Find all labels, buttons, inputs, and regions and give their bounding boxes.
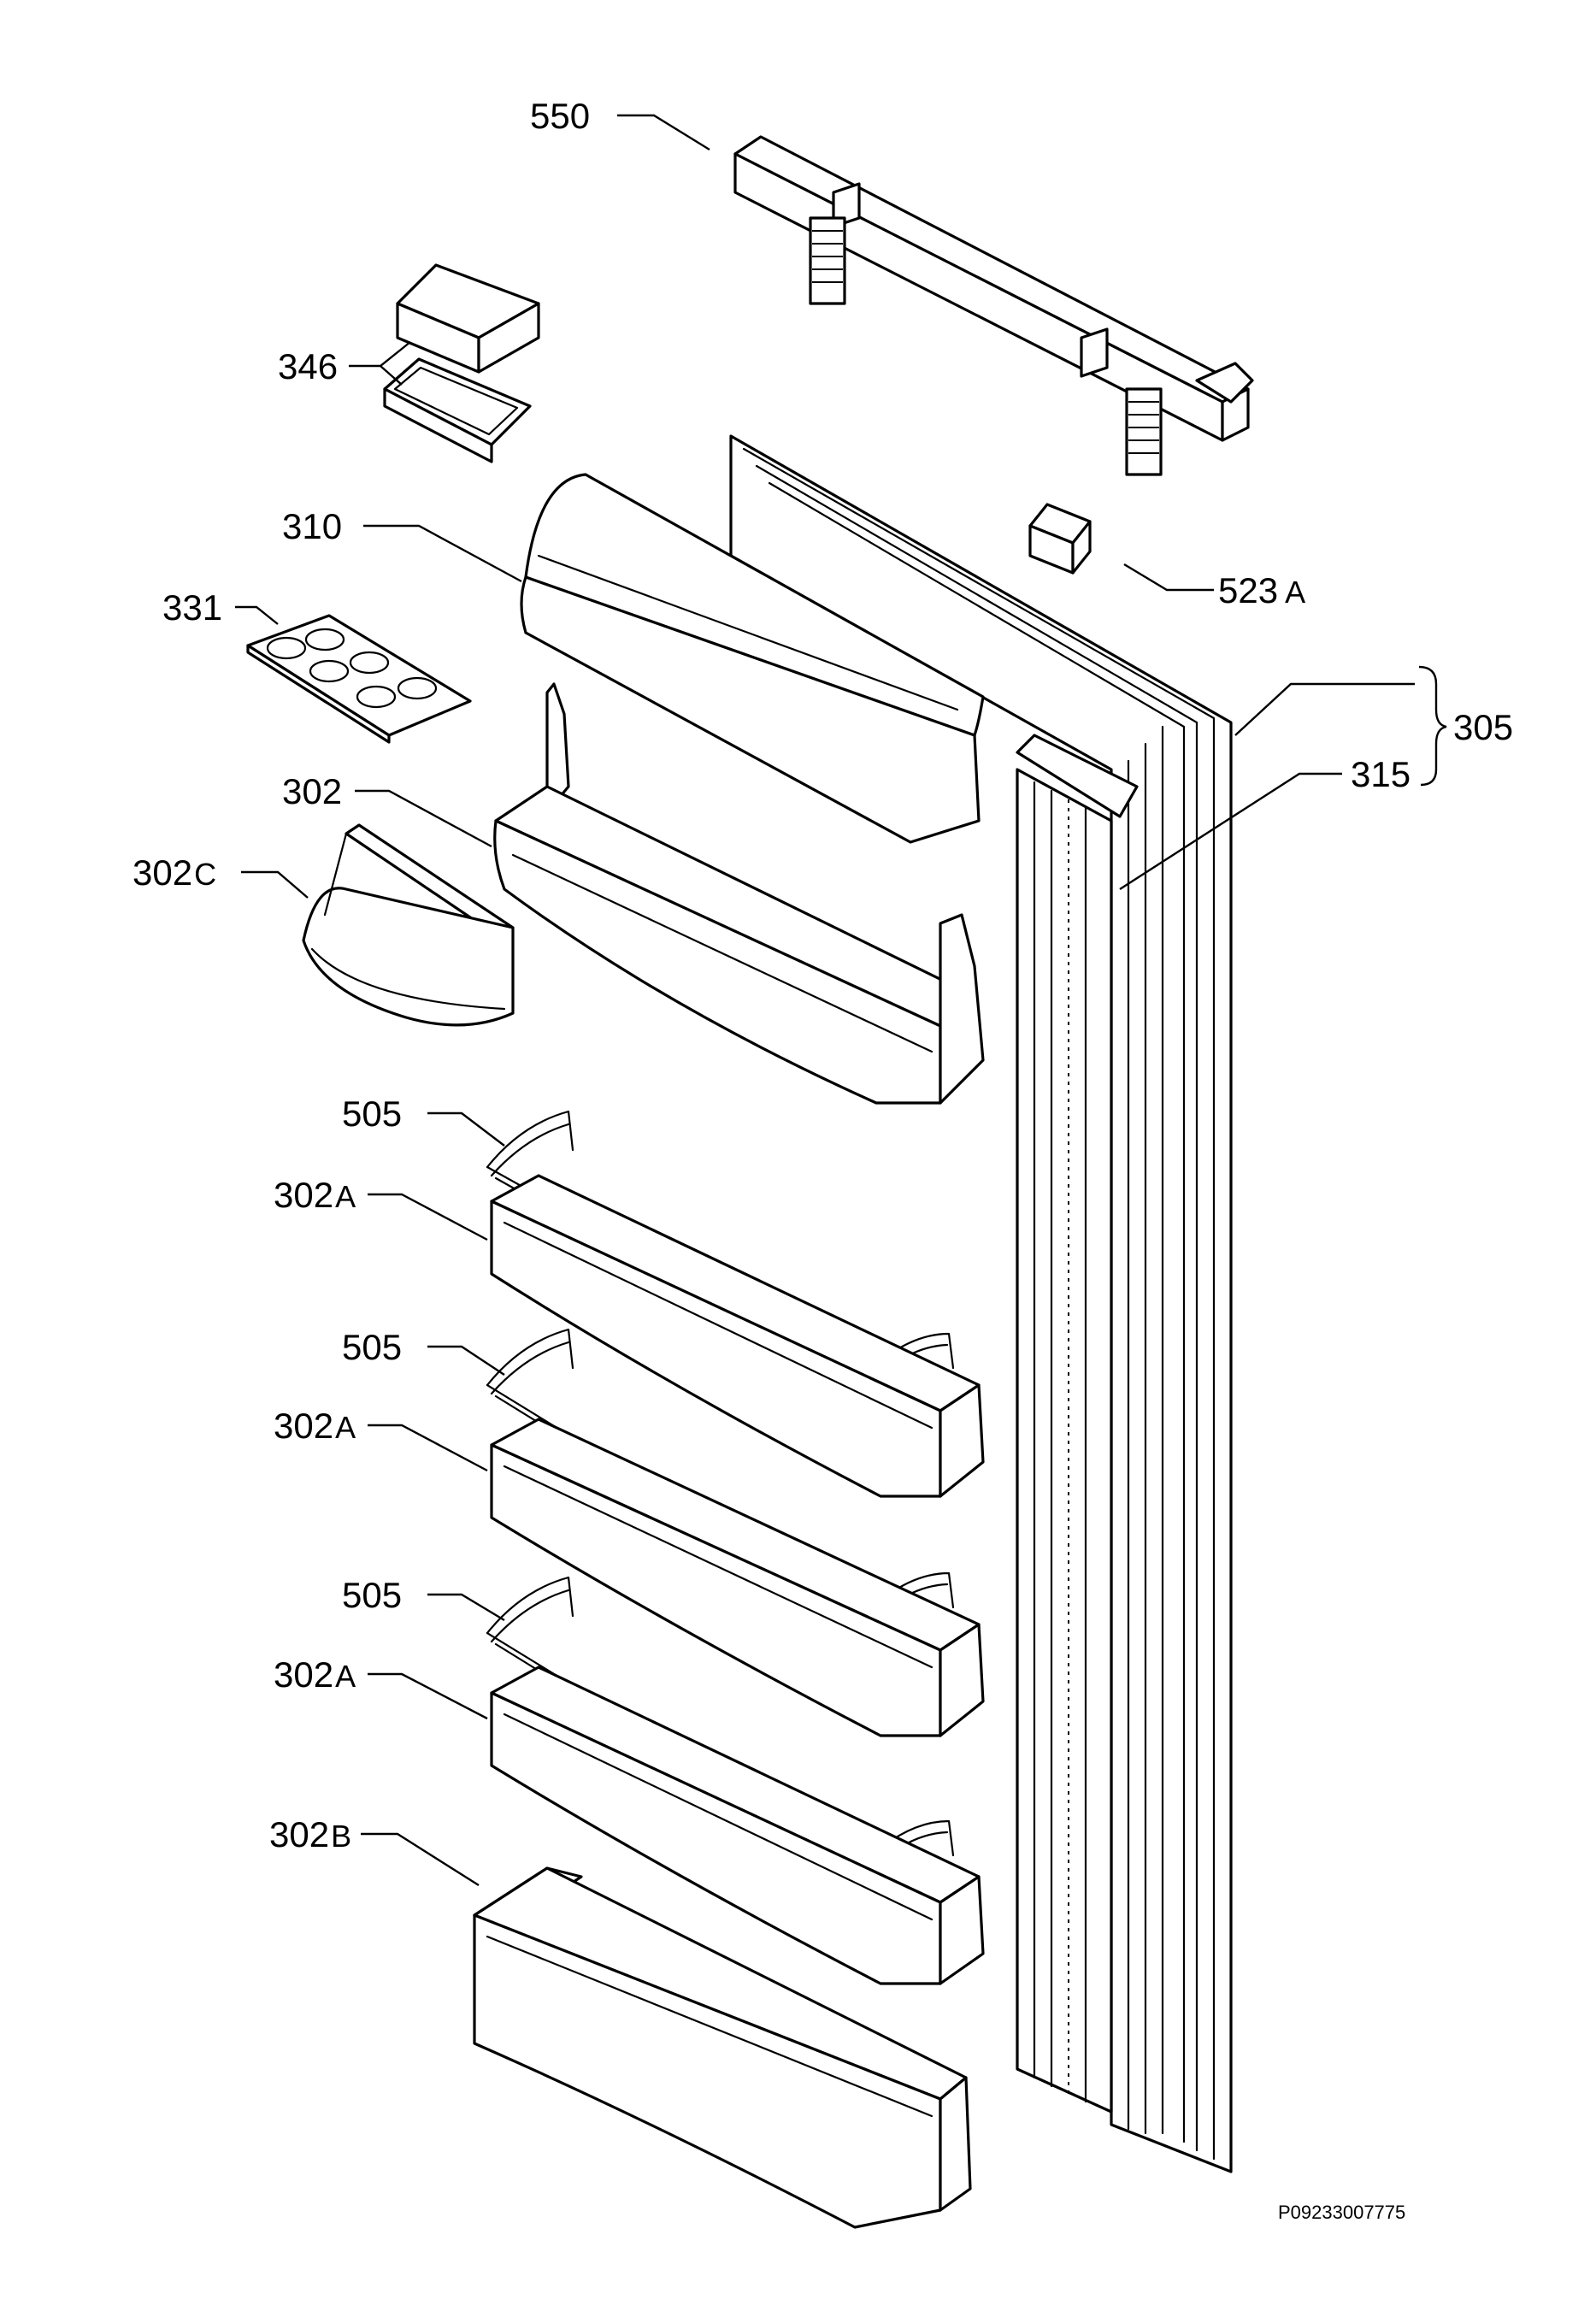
label-315: 315	[1351, 754, 1410, 794]
label-505-3: 505	[342, 1575, 402, 1615]
label-505-2: 505	[342, 1327, 402, 1367]
label-310: 310	[282, 506, 342, 546]
brace-305	[1418, 665, 1447, 787]
label-302: 302	[282, 771, 342, 811]
leader-302a-1	[368, 1193, 488, 1241]
leader-505-2	[427, 1345, 505, 1377]
bottom-shelf-302b	[473, 1866, 972, 2229]
leader-310	[363, 524, 522, 583]
dairy-flap-310	[520, 473, 985, 844]
label-302a-3: 302A	[274, 1654, 356, 1695]
drawing-code: P09233007775	[1278, 2202, 1405, 2223]
label-302c: 302C	[133, 852, 216, 893]
door-shelf-302a-3	[490, 1666, 985, 1985]
leader-302a-3	[368, 1672, 488, 1720]
egg-tray-331	[246, 614, 472, 744]
label-302a-2: 302A	[274, 1406, 356, 1446]
clip-523a	[1028, 503, 1092, 575]
leader-505-3	[427, 1593, 505, 1622]
door-panel	[729, 434, 1233, 2173]
leader-lines	[235, 114, 1447, 1887]
door-gasket	[1016, 734, 1139, 2114]
door-shelf-302a-1	[490, 1174, 985, 1498]
leader-523a	[1123, 563, 1214, 592]
leader-505-1	[427, 1111, 505, 1147]
label-331: 331	[162, 587, 222, 628]
leader-315	[1119, 772, 1342, 891]
leader-550	[617, 114, 710, 151]
label-302a-1: 302A	[274, 1175, 356, 1215]
top-handle-550	[733, 135, 1254, 476]
small-bin-302c	[302, 823, 515, 1027]
label-302b: 302B	[269, 1814, 351, 1854]
label-305: 305	[1453, 707, 1513, 747]
leader-305	[1234, 682, 1415, 736]
leader-302a-2	[368, 1424, 488, 1472]
leader-331	[235, 605, 279, 625]
butter-compartment-346	[383, 263, 540, 463]
label-550: 550	[530, 96, 590, 136]
door-shelf-302a-2	[490, 1418, 985, 1737]
leader-302	[355, 789, 492, 848]
leader-302b	[361, 1832, 480, 1887]
leader-346	[349, 341, 411, 386]
label-346: 346	[278, 346, 338, 386]
leader-302c	[241, 870, 309, 899]
label-505-1: 505	[342, 1094, 402, 1134]
door-shelf-302	[493, 682, 985, 1105]
